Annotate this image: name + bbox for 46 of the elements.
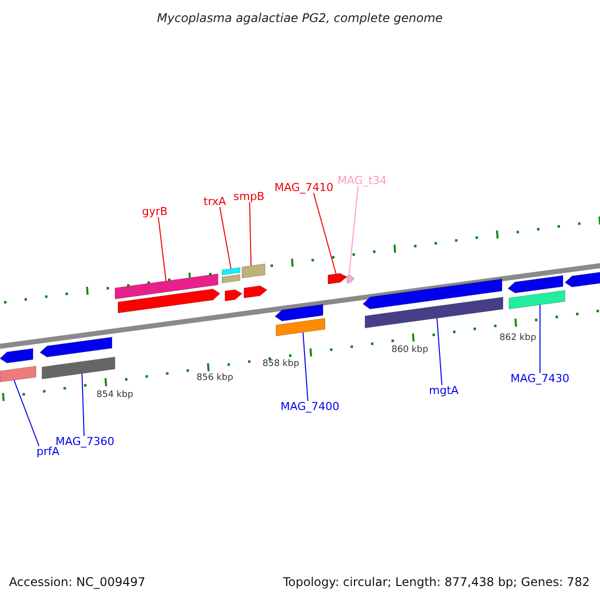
- gene-block: [564, 271, 600, 288]
- title: Mycoplasma agalactiae PG2, complete genome: [157, 12, 443, 24]
- gene-bar: [42, 356, 116, 380]
- scale-label: 862 kbp: [500, 334, 536, 342]
- gene-label: gyrB: [142, 206, 168, 216]
- scale-label: 854 kbp: [96, 390, 134, 400]
- gene-bar: [222, 267, 240, 276]
- leader-line: [249, 202, 252, 266]
- scale-label: 856 kbp: [196, 374, 234, 382]
- gene-block: [508, 275, 564, 294]
- leader-line: [82, 373, 85, 436]
- leader-line: [313, 192, 336, 274]
- gene-bar: [364, 296, 504, 328]
- scale-label: 860 kbp: [392, 346, 428, 354]
- gene-block: [224, 289, 243, 302]
- gene-block: [40, 336, 112, 358]
- gene-label: MAG_7360: [56, 436, 114, 446]
- gene-label: smpB: [234, 190, 264, 202]
- leader-line: [348, 186, 359, 276]
- footer-text: Accession: NC_009497: [9, 576, 146, 588]
- scale-label: 858 kbp: [262, 360, 300, 368]
- gene-label: mgtA: [429, 384, 459, 396]
- gene-block: [118, 288, 220, 314]
- gene-bar: [114, 274, 218, 300]
- leader-line: [158, 216, 166, 282]
- gene-bar: [242, 264, 266, 278]
- gene-label: MAG_7430: [510, 372, 570, 384]
- gene-label: MAG_t34: [338, 174, 387, 186]
- gene-block: [244, 286, 268, 298]
- footer-text: Topology: circular; Length: 877,438 bp; Genes: 782: [283, 576, 590, 588]
- gene-bar: [0, 366, 36, 382]
- gene-label: MAG_7410: [274, 182, 334, 192]
- leader-line: [219, 206, 232, 270]
- gene-block: [328, 273, 348, 284]
- gene-block: [362, 278, 502, 310]
- gene-block: [0, 348, 34, 364]
- leader-line: [302, 332, 308, 402]
- gene-label: trxA: [204, 196, 226, 206]
- gene-bar: [508, 290, 566, 310]
- leader-line: [436, 318, 442, 386]
- gene-bar: [276, 318, 326, 336]
- gene-label: MAG_7400: [280, 400, 340, 412]
- gene-bar: [222, 274, 240, 284]
- gene-label: prfA: [36, 446, 60, 456]
- gene-block: [274, 304, 324, 322]
- leader-line: [14, 380, 40, 446]
